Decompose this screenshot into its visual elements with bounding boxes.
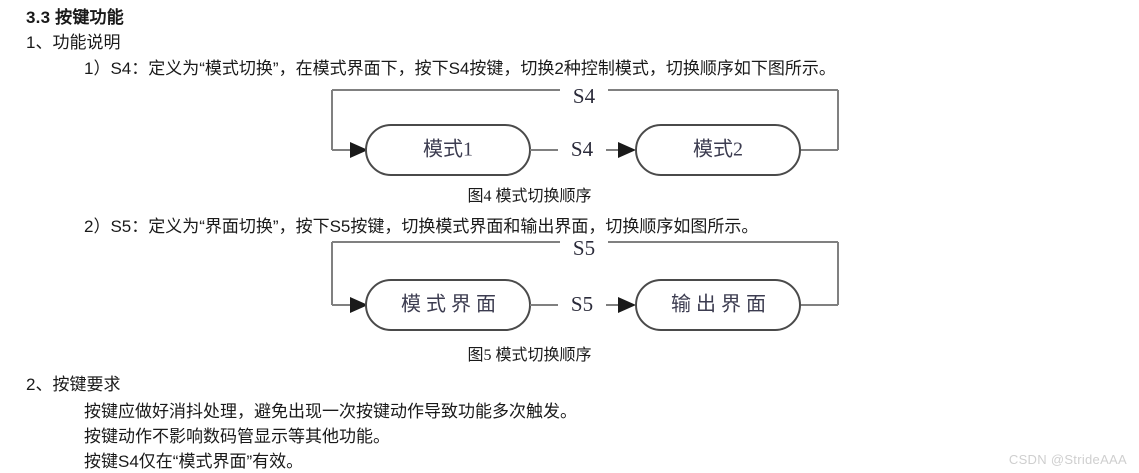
figure-5-node-output-screen: [635, 279, 801, 331]
figure-4-node-mode2: [635, 124, 801, 176]
figure-4-forward-edge-label: S4: [571, 137, 594, 161]
figure-4-node-mode1-label: 模式1: [423, 138, 473, 161]
figure-4-node-mode2-label: 模式2: [693, 138, 743, 161]
figure-5-node-output-screen-label: 输出界面: [671, 293, 771, 316]
figure-5-node-mode-screen-label: 模式界面: [401, 293, 501, 316]
csdn-watermark: CSDN @StrideAAA: [1008, 452, 1127, 467]
list-item-s5: 2）S5：定义为“界面切换”，按下S5按键，切换模式界面和输出界面，切换顺序如图…: [84, 217, 759, 236]
requirement-item-2: 按键动作不影响数码管显示等其他功能。: [84, 427, 390, 446]
figure-4-feedback-edge-label: S4: [573, 84, 596, 108]
figure-4-arrowhead-forward: [618, 142, 636, 158]
figure-4-caption: 图4 模式切换顺序: [467, 188, 592, 205]
subsection-2-title: 2、按键要求: [26, 375, 121, 394]
list-item-s4: 1）S4：定义为“模式切换”，在模式界面下，按下S4按键，切换2种控制模式，切换…: [84, 59, 836, 78]
requirement-item-1: 按键应做好消抖处理，避免出现一次按键动作导致功能多次触发。: [84, 402, 577, 421]
figure-5-diagram: S5 模式界面 S5 输出界面: [0, 232, 1139, 342]
requirement-item-3: 按键S4仅在“模式界面”有效。: [84, 452, 304, 471]
figure-4-arrowhead-left: [350, 142, 368, 158]
subsection-1-title: 1、功能说明: [26, 33, 121, 52]
figure-5-arrowhead-left: [350, 297, 368, 313]
figure-5-arrowhead-forward: [618, 297, 636, 313]
figure-5-feedback-edge-label: S5: [573, 236, 595, 260]
figure-4-diagram: S4 模式1 S4 模式2: [0, 82, 1139, 187]
figure-5-caption: 图5 模式切换顺序: [467, 347, 592, 364]
figure-5-forward-edge-label: S5: [571, 292, 593, 316]
section-heading: 3.3 按键功能: [26, 8, 124, 27]
